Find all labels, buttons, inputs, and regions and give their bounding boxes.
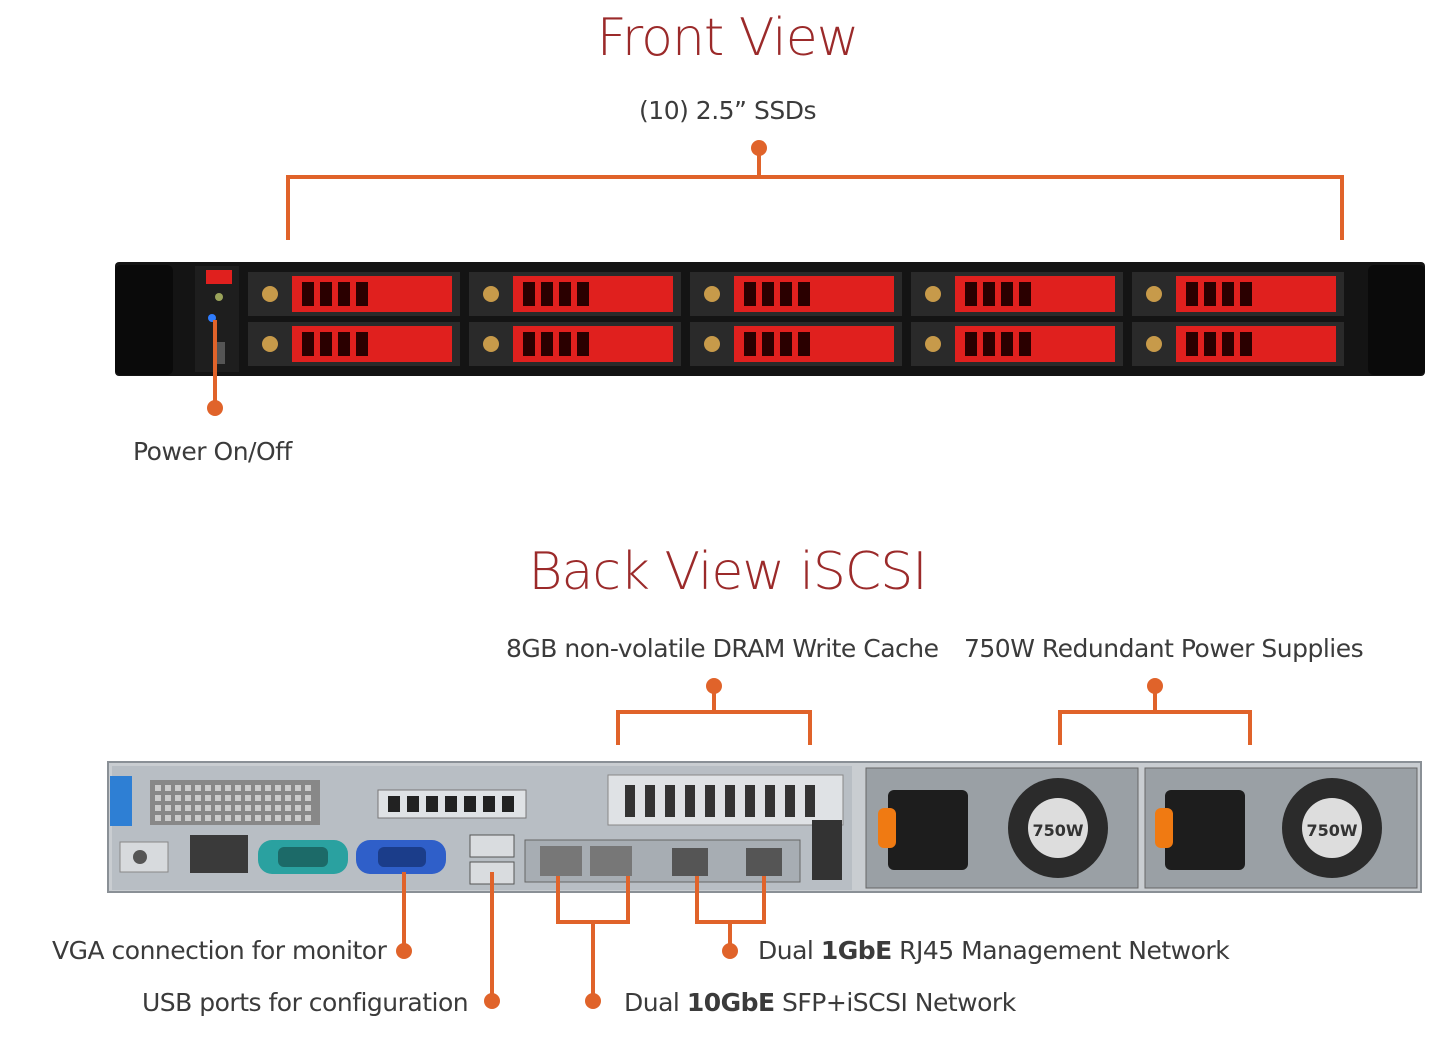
usb-port-1 (469, 834, 515, 858)
usb-label: USB ports for configuration (142, 988, 469, 1017)
psu-badge-2: 750W (1306, 821, 1357, 840)
ssd-drive (690, 272, 902, 316)
psu-label: 750W Redundant Power Supplies (964, 634, 1364, 663)
usb-front-port (215, 342, 225, 364)
ethernet-block (190, 835, 248, 873)
left-rack-ear (115, 265, 173, 375)
power-supply-2: 750W (1144, 767, 1418, 889)
ssd-drive (911, 272, 1123, 316)
vga-callout-dot (396, 943, 412, 959)
psu-bracket (1058, 710, 1252, 745)
psu-badge-1: 750W (1032, 821, 1083, 840)
ssd-drive (1132, 272, 1344, 316)
brand-logo (206, 270, 232, 284)
ssd-callout-dot (751, 140, 767, 156)
power-callout-dot (207, 400, 223, 416)
ssd-drive (248, 272, 460, 316)
iscsi-network-label: Dual 10GbE SFP+iSCSI Network (624, 988, 1016, 1017)
ssd-label: (10) 2.5” SSDs (639, 96, 816, 125)
status-led-icon (215, 293, 223, 301)
right-rack-ear (1368, 265, 1425, 375)
rj45-port-1 (672, 848, 708, 876)
ssd-bracket (286, 175, 1344, 240)
back-callouts (402, 688, 1252, 1000)
ssd-drive (690, 322, 902, 366)
power-supply-1: 750W (865, 767, 1139, 889)
mgmt-network-label: Dual 1GbE RJ45 Management Network (758, 936, 1230, 965)
cache-label: 8GB non-volatile DRAM Write Cache (506, 634, 939, 663)
cache-bracket (616, 710, 812, 745)
power-label: Power On/Off (133, 437, 292, 466)
sfp-port-2 (590, 846, 632, 876)
ssd-drive (469, 322, 681, 366)
back-view-title: Back View iSCSI (528, 542, 927, 602)
usb-callout-dot (484, 993, 500, 1009)
psu-latch-1 (878, 808, 896, 848)
sfp-callout-dot (585, 993, 601, 1009)
drive-bays (248, 272, 1344, 366)
blue-tab (110, 776, 132, 826)
ssd-drive (248, 322, 460, 366)
psu-latch-2 (1155, 808, 1173, 848)
front-view-title: Front View (596, 8, 859, 68)
ssd-drive (1132, 322, 1344, 366)
rj45-port-2 (746, 848, 782, 876)
back-chassis: 750W 750W (107, 761, 1422, 893)
sfp-port-1 (540, 846, 582, 876)
vga-label: VGA connection for monitor (52, 936, 387, 965)
rj45-callout-dot (722, 943, 738, 959)
ssd-drive (469, 272, 681, 316)
front-chassis (115, 262, 1425, 376)
ssd-drive (911, 322, 1123, 366)
